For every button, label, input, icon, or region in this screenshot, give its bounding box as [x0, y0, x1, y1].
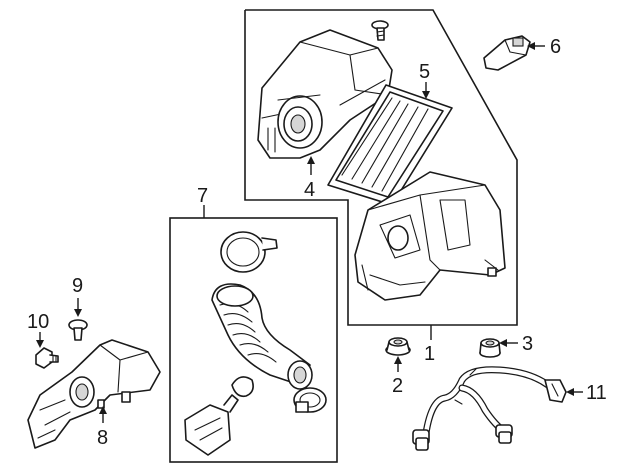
- intake-duct-kit-frame: [169, 217, 338, 463]
- grommet-part-2: [385, 337, 411, 356]
- upper-housing-part: [257, 29, 393, 159]
- push-pin-part: [68, 319, 88, 341]
- callout-1: 1: [424, 343, 435, 365]
- callout-6: 6: [550, 36, 561, 58]
- leader-lines: [36, 42, 583, 423]
- air-filter-part: [327, 84, 453, 206]
- intake-duct-part: [184, 231, 327, 456]
- callout-7: 7: [197, 185, 208, 207]
- callout-2: 2: [392, 375, 403, 397]
- callout-5: 5: [419, 61, 430, 83]
- callout-10: 10: [27, 311, 49, 333]
- callout-11: 11: [586, 382, 607, 404]
- callout-9: 9: [72, 275, 83, 297]
- lower-housing-part: [354, 171, 506, 301]
- callout-8: 8: [97, 427, 108, 449]
- housing-screw: [371, 20, 389, 41]
- callout-4: 4: [304, 179, 315, 201]
- air-cleaner-assembly-frame: [244, 9, 518, 326]
- inlet-duct-part: [27, 339, 161, 449]
- airflow-sensor-part: [483, 35, 531, 71]
- callout-3: 3: [522, 333, 533, 355]
- bolt-part: [35, 347, 59, 369]
- vent-hose-part: [412, 366, 567, 451]
- grommet-part-3: [479, 338, 501, 358]
